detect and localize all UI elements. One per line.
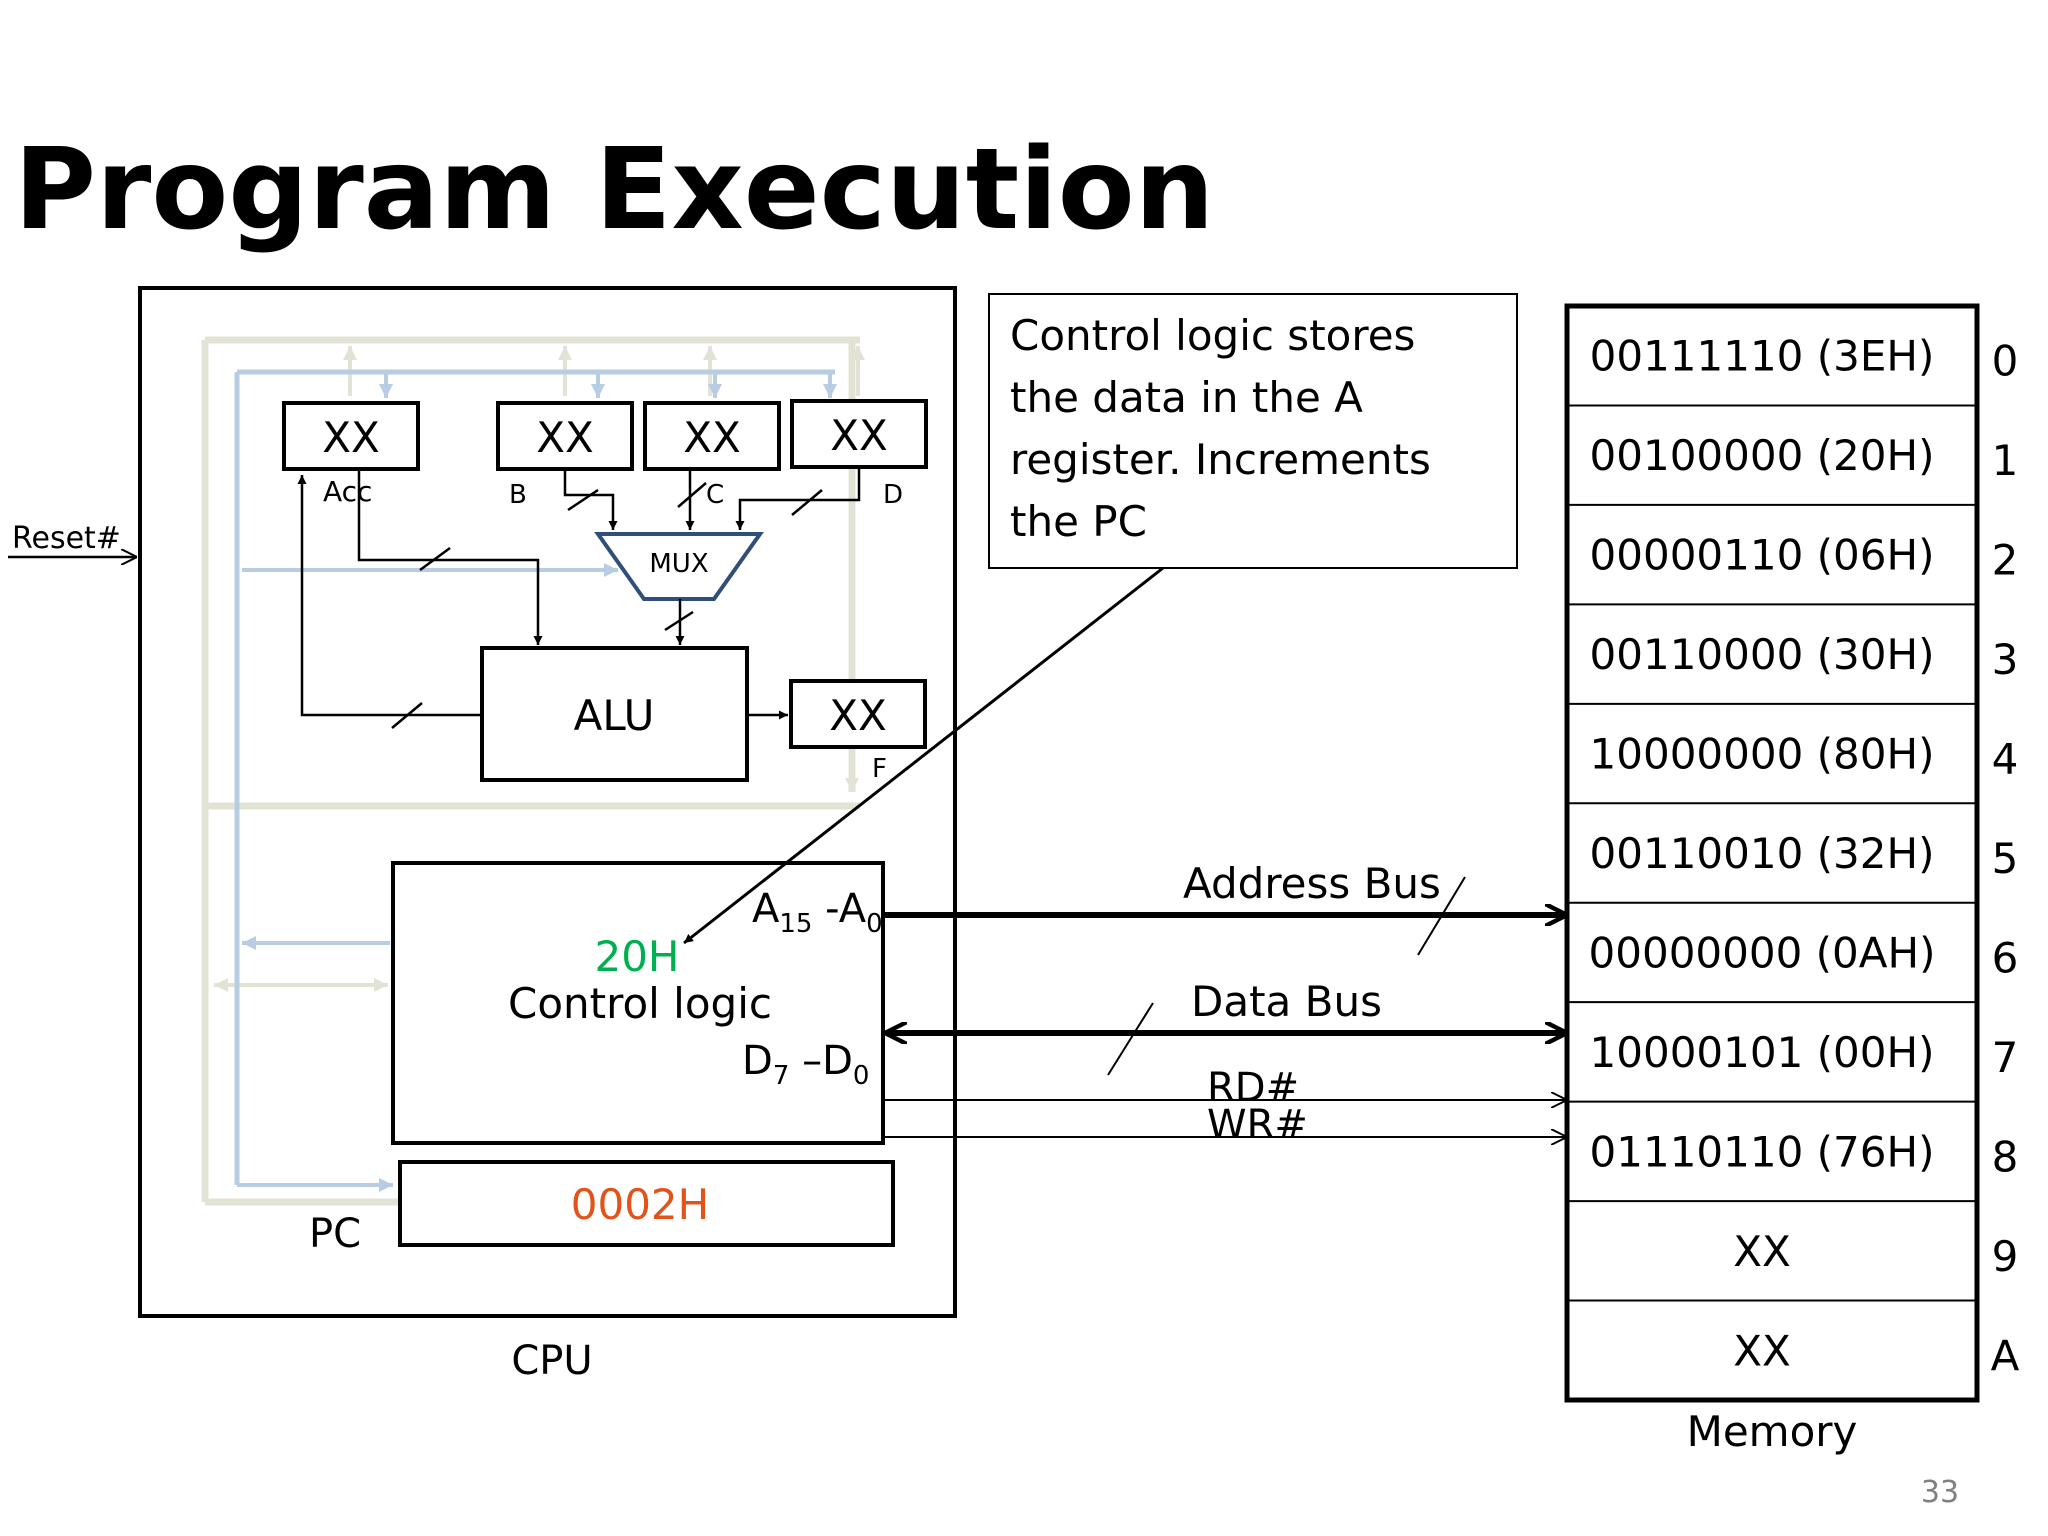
register-d-label: D [883,480,903,510]
memory-address-label: 2 [1992,536,2019,585]
memory-address-label: 0 [1992,337,2019,386]
callout-line-4: the PC [1010,497,1147,546]
register-d-value: XX [830,411,888,460]
mux-label: MUX [649,549,708,579]
memory-address-label: 1 [1992,436,2019,485]
memory-cell-value: 00100000 (20H) [1590,431,1935,480]
data-bus-width-mark [1107,1002,1154,1076]
data-pins-sub-low: 0 [853,1061,870,1091]
register-f-value: XX [829,691,887,740]
register-d: XX [790,399,928,469]
alu-label: ALU [574,691,655,740]
internal-bus-blue [234,369,837,1192]
mux-shape [594,532,764,601]
wr-signal-label: WR# [1207,1102,1308,1148]
data-bus-label: Data Bus [1191,977,1382,1026]
memory-cell-value: 01110110 (76H) [1590,1127,1935,1176]
data-pins-main: D [742,1038,773,1084]
callout-line-2: the data in the A [1010,373,1363,422]
control-logic-label: Control logic [508,979,772,1028]
memory-address-label: 8 [1992,1132,2019,1181]
memory-address-label: 9 [1992,1232,2019,1281]
pc-label: PC [309,1211,361,1257]
memory-cell-value: 00110010 (32H) [1590,829,1935,878]
pc-box [398,1160,895,1247]
memory-cell-value: 00111110 (3EH) [1590,332,1935,381]
memory-cells: 00111110 (3EH) 0 00100000 (20H) 1 00000110 (… [1567,332,2020,1380]
memory-cell-value: 00000110 (06H) [1590,531,1935,580]
memory-label: Memory [1687,1407,1858,1456]
cpu-label: CPU [511,1338,592,1384]
alu-box [480,646,749,782]
address-pins-label: A15 -A0 [752,886,883,939]
callout-text: Control logic stores the data in the A r… [1010,311,1431,546]
address-pins-main: A [752,886,780,932]
callout-pointer [683,566,1164,945]
address-pins-sub-low: 0 [866,909,883,939]
data-pins-mid: –D [789,1038,853,1084]
cpu-box [138,286,957,1318]
register-mux-wires [563,467,861,645]
page-title: Program Execution [14,125,1214,255]
register-c: XX [643,401,781,471]
register-b-label: B [509,480,527,510]
control-logic-box [391,861,885,1145]
memory-cell-value: 10000000 (80H) [1590,730,1935,779]
register-b: XX [496,401,634,471]
rd-signal-label: RD# [1207,1065,1299,1111]
register-c-label: C [706,480,724,510]
memory-cell-value: 00110000 (30H) [1590,630,1935,679]
callout-box [988,293,1518,569]
address-bus-label: Address Bus [1183,859,1441,908]
memory-cell-value: 00000000 (0AH) [1589,928,1936,977]
memory-cell-value: XX [1733,1227,1791,1276]
register-acc-value: XX [322,413,380,462]
register-b-value: XX [536,413,594,462]
memory-address-label: 5 [1992,834,2019,883]
callout-line-3: register. Increments [1010,435,1431,484]
memory-address-label: 7 [1992,1033,2019,1082]
data-pins-sub-high: 7 [773,1061,790,1091]
pc-value: 0002H [571,1180,709,1229]
memory-cell-value: 10000101 (00H) [1590,1028,1935,1077]
memory-address-label: A [1991,1331,2020,1380]
memory-address-label: 6 [1992,933,2019,982]
callout-line-1: Control logic stores [1010,311,1415,360]
data-pins-label: D7 –D0 [742,1038,869,1091]
register-acc: XX [282,401,420,471]
register-f: XX [789,679,927,749]
address-pins-sub-high: 15 [779,909,812,939]
address-bus-width-mark [1417,876,1466,956]
control-logic-data-value: 20H [594,932,679,981]
reset-label: Reset# [12,521,121,556]
register-c-value: XX [683,413,741,462]
memory-box [1564,303,1980,1403]
memory-address-label: 4 [1992,735,2019,784]
register-f-label: F [872,754,887,784]
acc-alu-wires [297,469,788,729]
page-number: 33 [1921,1475,1959,1510]
memory-address-label: 3 [1992,635,2019,684]
address-pins-mid: -A [812,886,866,932]
register-acc-label: Acc [323,475,372,508]
memory-cell-value: XX [1733,1326,1791,1375]
